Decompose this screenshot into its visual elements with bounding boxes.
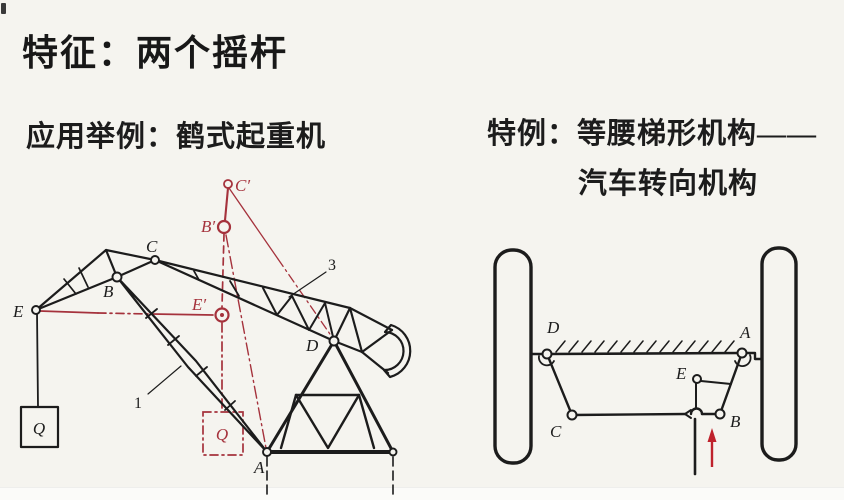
crane-mechanism-diagram: E B C D A Q C′ B′ E′ Q 1 3 — [12, 176, 412, 498]
label-link3-number: 3 — [328, 257, 336, 274]
left-wheel — [493, 248, 533, 465]
edge-artifact — [1, 3, 6, 14]
label-Q-phantom: Q — [216, 425, 228, 444]
left-section-heading: 应用举例：鹤式起重机 — [26, 121, 327, 153]
pointer-link1 — [147, 365, 182, 395]
steering-input-arrow — [707, 428, 717, 467]
joint-E — [31, 305, 41, 315]
joint-B — [714, 408, 726, 420]
label-D: D — [305, 336, 319, 355]
arrow-up-icon — [707, 428, 717, 442]
joint-B-prime — [216, 219, 232, 235]
joint-A — [736, 347, 748, 359]
joint-B — [111, 271, 123, 283]
load-box — [19, 405, 60, 449]
label-D: D — [546, 318, 560, 337]
label-B: B — [730, 412, 741, 431]
crane-phantom-position-lines — [39, 179, 333, 456]
knuckle-arm-DC — [545, 352, 574, 417]
label-E-prime: E′ — [191, 295, 206, 314]
right-section-heading-line2: 汽车转向机构 — [578, 168, 759, 200]
level-path-E-to-Eprime — [39, 310, 99, 314]
label-A: A — [739, 323, 751, 342]
phantom-rocker-D-Cprime — [228, 187, 279, 260]
phantom-rocker-A-Bprime — [225, 234, 267, 449]
joint-C — [150, 255, 160, 265]
crane-tower-truss — [263, 339, 397, 454]
steering-joints — [541, 347, 748, 421]
fixed-link-DA — [545, 351, 744, 356]
steering-mechanism-diagram: D A C B E — [493, 246, 798, 476]
label-B: B — [103, 282, 114, 301]
ground-hatching — [555, 340, 735, 353]
photo-bottom-edge — [0, 487, 844, 500]
joint-D — [541, 348, 553, 360]
counterweight-crescent — [382, 323, 412, 379]
label-E: E — [675, 364, 687, 383]
phantom-coupler-Bprime-Eprime — [221, 233, 225, 308]
crane-joints — [31, 255, 398, 457]
crane-rocker3-truss — [153, 258, 412, 379]
label-A: A — [253, 458, 265, 477]
label-link1-number: 1 — [134, 395, 142, 412]
right-wheel — [760, 246, 798, 462]
pivot-bracket-A — [734, 354, 752, 367]
page-title: 特征：两个摇杆 — [22, 33, 289, 73]
joint-A — [262, 447, 272, 457]
pivot-bracket-D — [538, 355, 555, 367]
label-C: C — [550, 422, 562, 441]
tie-rod — [570, 412, 688, 417]
label-E: E — [12, 302, 24, 321]
pointer-link3 — [288, 271, 327, 298]
joint-C — [566, 409, 578, 421]
phantom-load-box — [202, 411, 244, 456]
joint-C-prime — [223, 179, 233, 189]
load-rope — [36, 311, 39, 408]
label-C: C — [146, 237, 158, 256]
joint-E — [692, 374, 702, 384]
tower-base-corner — [388, 447, 398, 457]
label-Q-load: Q — [33, 419, 45, 438]
steering-linework — [493, 246, 798, 476]
label-B-prime: B′ — [201, 217, 215, 236]
drag-link-joint-bump — [689, 407, 704, 416]
right-section-heading-line1: 特例：等腰梯形机构—— — [487, 118, 818, 150]
joint-D — [328, 335, 340, 347]
crane-linework — [19, 248, 412, 498]
label-C-prime: C′ — [235, 176, 250, 195]
